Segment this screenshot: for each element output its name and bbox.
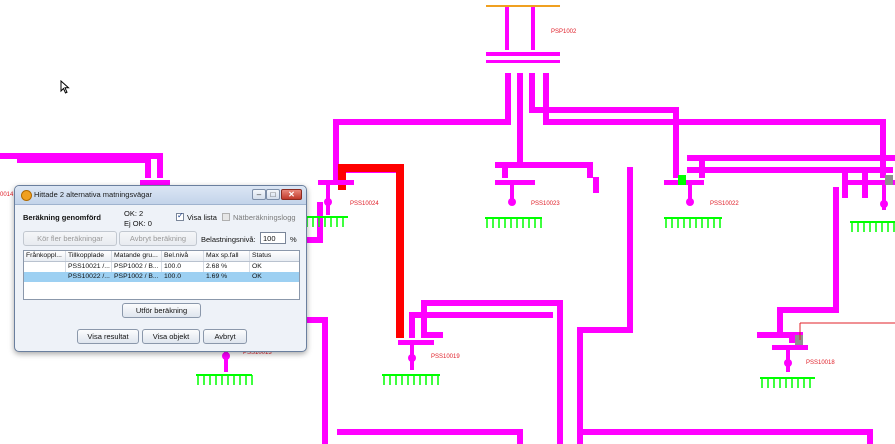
table-cell: 100.0 bbox=[162, 272, 204, 282]
percent-label: % bbox=[290, 235, 297, 244]
table-cell: 2.68 % bbox=[204, 262, 250, 272]
kor-fler-button[interactable]: Kör fler beräkningar bbox=[23, 231, 117, 246]
switch-closed-marker bbox=[678, 175, 686, 185]
switch-grey-marker bbox=[885, 175, 893, 185]
maximize-button[interactable]: □ bbox=[266, 189, 280, 200]
avbryt-berakning-button[interactable]: Avbryt beräkning bbox=[119, 231, 197, 246]
minimize-button[interactable]: – bbox=[252, 189, 266, 200]
belastningsniva-input[interactable]: 100 bbox=[260, 232, 286, 244]
table-cell: PSS10022 /... bbox=[66, 272, 112, 282]
visa-resultat-button[interactable]: Visa resultat bbox=[77, 329, 139, 344]
col-header[interactable]: Tillkopplade bbox=[66, 251, 112, 261]
ok-count: OK: 2 bbox=[124, 209, 144, 218]
table-cell: OK bbox=[252, 273, 262, 280]
table-cell: 1.69 % bbox=[204, 272, 250, 282]
col-header[interactable]: Max sp.fall bbox=[204, 251, 250, 261]
table-cell: OK bbox=[252, 263, 262, 270]
col-header[interactable]: Frånkoppl... bbox=[24, 251, 66, 261]
transformers bbox=[222, 198, 888, 367]
close-icon: ✕ bbox=[288, 190, 295, 199]
dialog-titlebar[interactable]: Hittade 2 alternativa matningsvägar – □ … bbox=[15, 186, 306, 205]
results-grid[interactable]: Frånkoppl... Tillkopplade Matande gru...… bbox=[23, 250, 300, 300]
col-header[interactable]: Matande gru... bbox=[112, 251, 162, 261]
table-cell: PSP1002 / B... bbox=[112, 262, 162, 272]
table-cell bbox=[24, 262, 66, 272]
table-cell: PSP1002 / B... bbox=[112, 272, 162, 282]
label-pss10013: PSS10013 bbox=[243, 350, 272, 356]
label-pss10023: PSS10023 bbox=[531, 201, 560, 207]
status-label: Beräkning genomförd bbox=[23, 213, 101, 222]
alternative-feed-dialog: Hittade 2 alternativa matningsvägar – □ … bbox=[14, 185, 307, 352]
label-pss10018: PSS10018 bbox=[806, 360, 835, 366]
switch-grey-marker-2 bbox=[795, 335, 803, 345]
label-pss10022: PSS10022 bbox=[710, 201, 739, 207]
col-header[interactable]: Bel.nivå bbox=[162, 251, 204, 261]
visa-lista-label[interactable]: Visa lista bbox=[187, 213, 217, 222]
natberakningslogg-label[interactable]: Nätberäkningslogg bbox=[233, 213, 296, 222]
col-header[interactable]: Status bbox=[252, 252, 272, 259]
table-row-selected[interactable]: PSS10022 /... PSP1002 / B... 100.0 1.69 … bbox=[24, 272, 299, 282]
table-row[interactable]: PSS10021 /... PSP1002 / B... 100.0 2.68 … bbox=[24, 262, 299, 272]
label-pss10024: PSS10024 bbox=[350, 201, 379, 207]
label-pss10019: PSS10019 bbox=[431, 354, 460, 360]
maximize-icon: □ bbox=[270, 190, 276, 199]
belastningsniva-label: Belastningsnivå: bbox=[201, 235, 256, 244]
minimize-icon: – bbox=[256, 190, 262, 199]
green-feeder-drops bbox=[197, 217, 895, 388]
natberakningslogg-checkbox[interactable] bbox=[222, 213, 230, 221]
app-icon bbox=[21, 190, 32, 201]
grid-header: Frånkoppl... Tillkopplade Matande gru...… bbox=[24, 251, 299, 262]
visa-lista-checkbox[interactable] bbox=[176, 211, 184, 221]
table-cell: PSS10021 /... bbox=[66, 262, 112, 272]
mouse-cursor-icon bbox=[60, 80, 70, 94]
avbryt-button[interactable]: Avbryt bbox=[203, 329, 247, 344]
label-left-edge: 0014 bbox=[0, 192, 14, 198]
highlighted-path bbox=[338, 164, 404, 338]
close-button[interactable]: ✕ bbox=[281, 189, 302, 200]
label-psp1002: PSP1002 bbox=[551, 29, 577, 35]
dialog-title: Hittade 2 alternativa matningsvägar bbox=[34, 190, 152, 199]
table-cell bbox=[24, 272, 66, 282]
ejok-count: Ej OK: 0 bbox=[124, 219, 152, 228]
visa-objekt-button[interactable]: Visa objekt bbox=[142, 329, 200, 344]
table-cell: 100.0 bbox=[162, 262, 204, 272]
utfor-berakning-button[interactable]: Utför beräkning bbox=[122, 303, 201, 318]
